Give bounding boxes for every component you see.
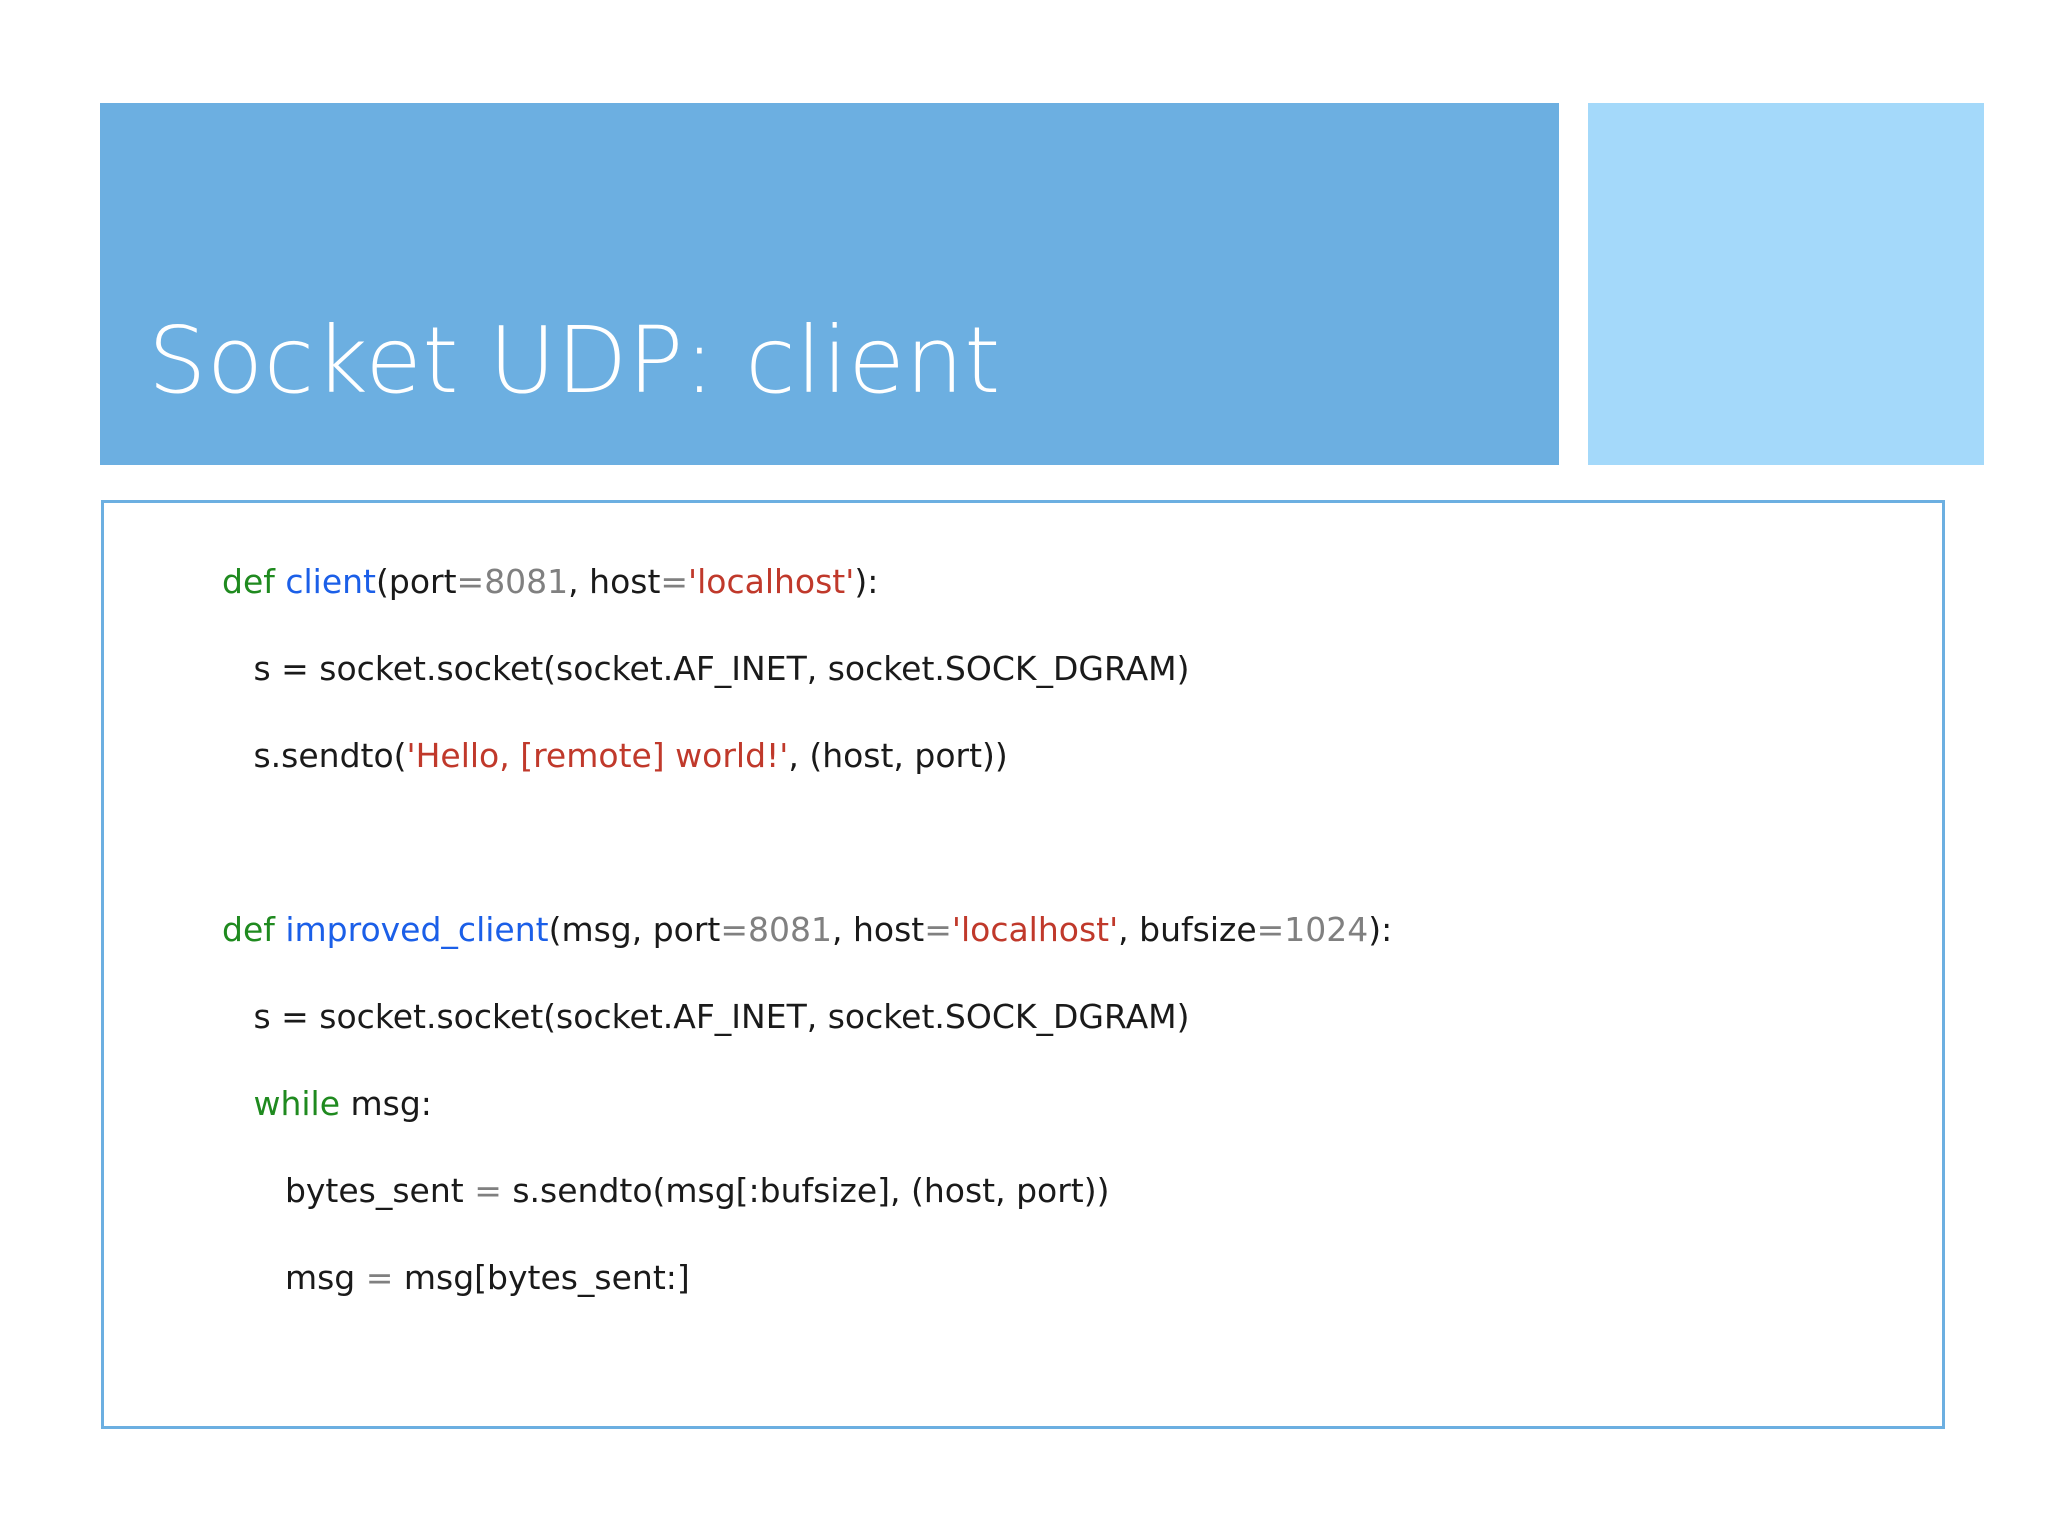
code-token-str: 'Hello, [remote] world!' (406, 736, 789, 775)
code-token-op: = (456, 562, 485, 601)
code-token-pl: , (host, port)) (788, 736, 1008, 775)
code-token-op: = (365, 1258, 394, 1297)
code-token-pl: s.sendto( (222, 736, 407, 775)
code-line: bytes_sent = s.sendto(msg[:bufsize], (ho… (222, 1169, 1392, 1213)
code-token-pl: bytes_sent (222, 1171, 475, 1210)
code-token-pl: s = socket.socket(socket.AF_INET, socket… (222, 649, 1190, 688)
code-token-kw: def (222, 562, 286, 601)
code-token-pl: ): (854, 562, 879, 601)
code-line (222, 1343, 1392, 1387)
code-line: msg = msg[bytes_sent:] (222, 1256, 1392, 1300)
code-line: while msg: (222, 1082, 1392, 1126)
code-token-pl: , host (568, 562, 661, 601)
code-line: def improved_client(msg, port=8081, host… (222, 908, 1392, 952)
code-token-pl: (port (376, 562, 457, 601)
code-line: s = socket.socket(socket.AF_INET, socket… (222, 647, 1392, 691)
code-token-op: = (720, 910, 749, 949)
code-token-num: 8081 (748, 910, 833, 949)
code-token-op: = (1256, 910, 1285, 949)
code-token-pl (222, 823, 233, 862)
code-token-str: 'localhost' (951, 910, 1119, 949)
code-token-pl: , host (832, 910, 925, 949)
code-token-pl: , bufsize (1118, 910, 1257, 949)
code-token-pl: msg: (340, 1084, 432, 1123)
code-token-kw: def (222, 910, 286, 949)
python-code-listing: def client(port=8081, host='localhost'):… (222, 560, 1392, 1426)
code-token-str: 'localhost' (688, 562, 855, 601)
code-token-pl (222, 1345, 233, 1384)
code-line (222, 821, 1392, 865)
code-line: s.sendto('Hello, [remote] world!', (host… (222, 734, 1392, 778)
code-token-fn: client (285, 562, 376, 601)
code-token-pl: s.sendto(msg[:bufsize], (host, port)) (501, 1171, 1110, 1210)
code-token-op: = (660, 562, 689, 601)
code-token-pl: ): (1368, 910, 1393, 949)
code-token-op: = (924, 910, 952, 949)
page-title: Socket UDP: client (148, 307, 1001, 414)
title-accent-square (1588, 103, 1984, 465)
code-token-kw: while (253, 1084, 341, 1123)
slide-title-banner: Socket UDP: client (100, 103, 1559, 465)
code-token-pl (222, 1084, 253, 1123)
code-line: s = socket.socket(socket.AF_INET, socket… (222, 995, 1392, 1039)
code-token-pl: s = socket.socket(socket.AF_INET, socket… (222, 997, 1190, 1036)
code-token-op: = (474, 1171, 502, 1210)
code-token-pl: (msg, port (548, 910, 721, 949)
code-token-pl: msg[bytes_sent:] (393, 1258, 690, 1297)
code-content-box: def client(port=8081, host='localhost'):… (101, 500, 1945, 1429)
code-token-fn: improved_client (285, 910, 549, 949)
code-token-num: 1024 (1284, 910, 1369, 949)
code-token-num: 8081 (484, 562, 569, 601)
code-token-pl: msg (222, 1258, 366, 1297)
code-line: def client(port=8081, host='localhost'): (222, 560, 1392, 604)
